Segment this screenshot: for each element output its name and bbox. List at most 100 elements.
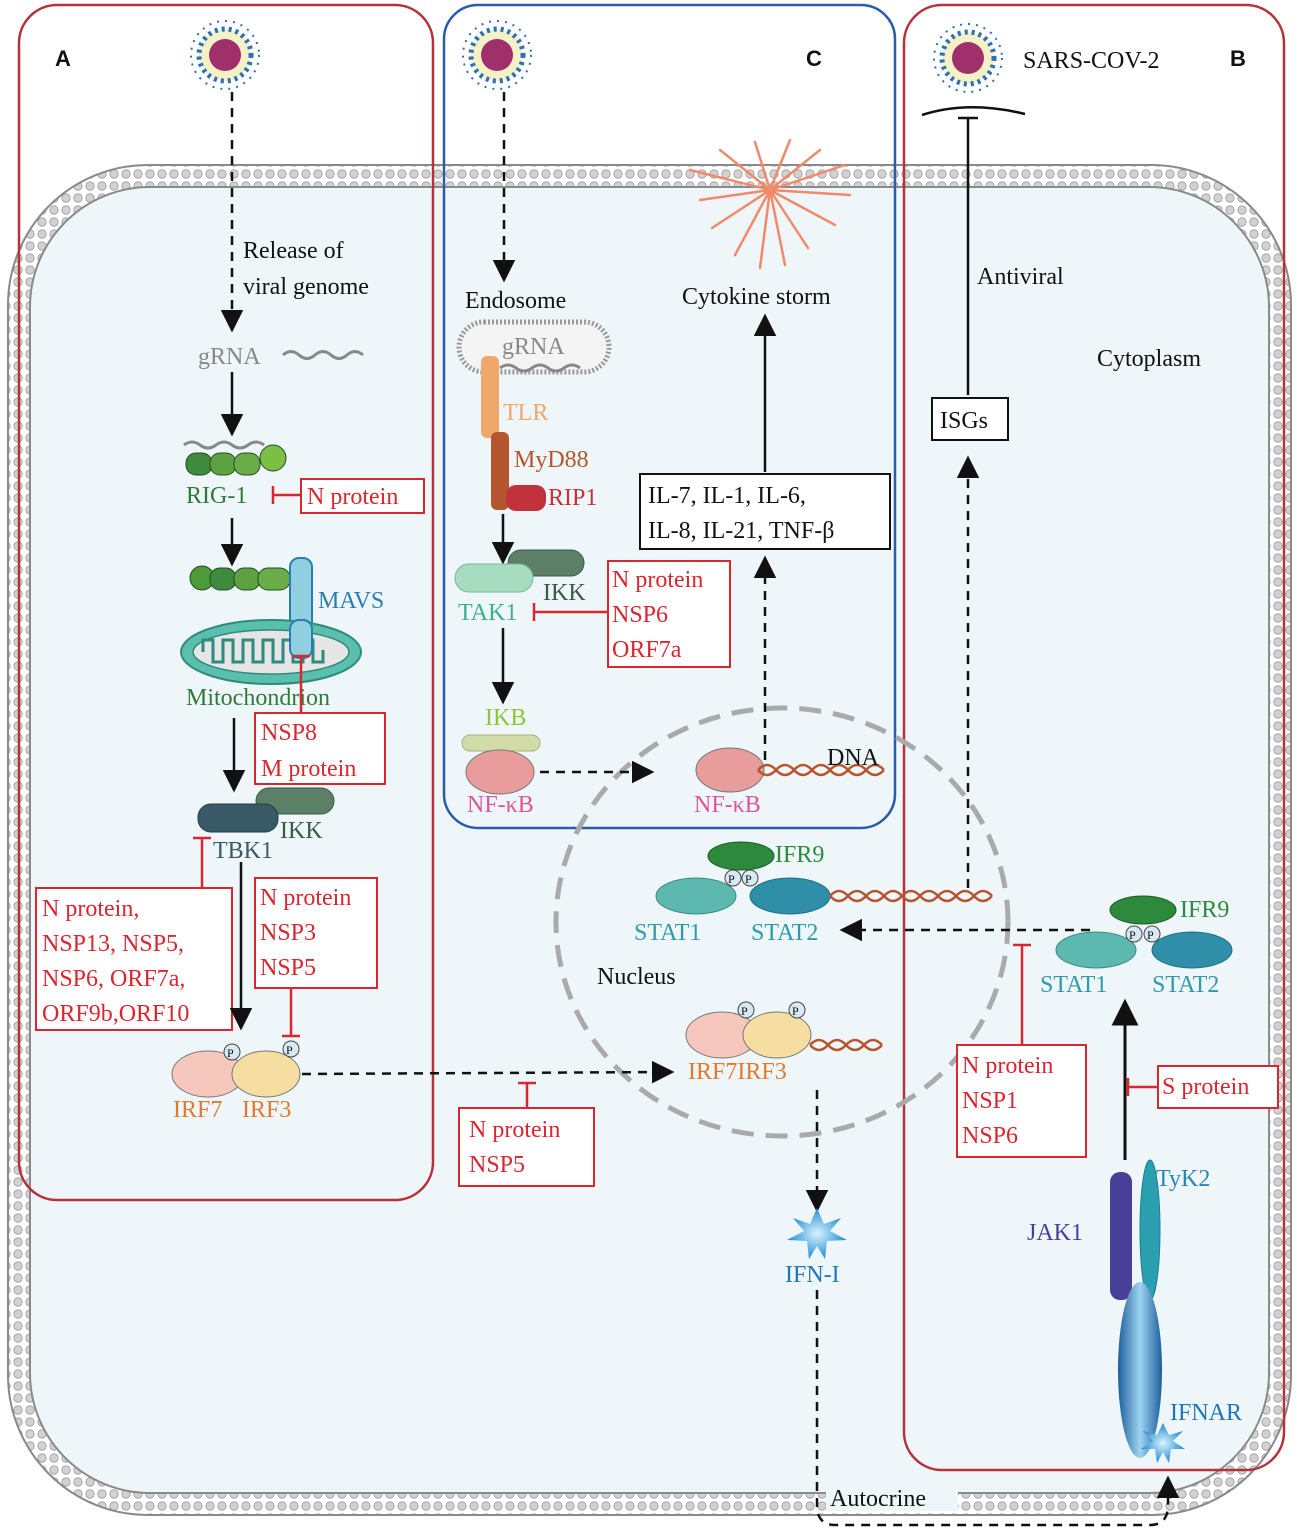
inhibitor-box-stat: [956, 1044, 1087, 1158]
inhibitor-irf3-line1: N protein: [260, 885, 351, 911]
panel-label-a: A: [55, 46, 71, 71]
release-label-line1: Release of: [243, 238, 344, 264]
phospho-icon: [741, 869, 759, 887]
irf7-label-a: IRF7: [173, 1097, 222, 1123]
phospho-label: P: [227, 1046, 234, 1060]
phospho-icon: [788, 1001, 806, 1019]
irf3-protein: [231, 1050, 301, 1098]
ifr9-label-cyto: IFR9: [1180, 897, 1229, 923]
inhibitor-mavs-line1: NSP8: [261, 720, 317, 746]
rip1-protein: [506, 485, 546, 511]
cytoplasm-label: Cytoplasm: [1097, 346, 1201, 372]
inhibitor-stat-line1: N protein: [962, 1053, 1053, 1079]
rig1-protein: [183, 440, 287, 476]
cytokine-list-line1: IL-7, IL-1, IL-6,: [648, 483, 806, 509]
phospho-label: P: [741, 1004, 748, 1018]
inhibitor-tak1-line3: ORF7a: [612, 637, 682, 663]
rig1-active: [189, 565, 291, 591]
inhibitor-tbk1-line2: NSP13, NSP5,: [42, 931, 184, 957]
inhibitor-box-tbk1: [35, 887, 233, 1031]
irf7irf3-label: IRF7IRF3: [688, 1059, 787, 1085]
inhibitor-stat-line2: NSP1: [962, 1088, 1018, 1114]
inhibitor-rig1-line1: N protein: [307, 484, 398, 510]
inhibitor-tbk1-line1: N protein,: [42, 896, 139, 922]
inhibitor-tbk1-line3: NSP6, ORF7a,: [42, 966, 185, 992]
phospho-label: P: [728, 872, 735, 886]
cytokine-storm-burst-icon: [688, 138, 852, 270]
grna-strand: [282, 350, 364, 360]
inhibitor-box-irf3: [254, 877, 378, 989]
nucleus: [553, 705, 1011, 1139]
phospho-label: P: [286, 1043, 293, 1057]
antiviral-label: Antiviral: [977, 264, 1064, 290]
grna-strand: [499, 363, 581, 373]
panel-label-c: C: [806, 46, 822, 71]
phospho-icon: [737, 1001, 755, 1019]
autocrine-label: Autocrine: [830, 1486, 926, 1512]
inhibitor-translocation-line1: N protein: [469, 1117, 560, 1143]
rig1-label: RIG-1: [186, 483, 247, 509]
isgs-box: [931, 397, 1009, 441]
myd88-protein: [491, 432, 509, 510]
phospho-label: P: [1147, 928, 1154, 942]
phospho-label: P: [745, 872, 752, 886]
stat1-protein-cyto: [1055, 931, 1137, 969]
stat2-protein-nuclear: [749, 877, 831, 915]
phospho-icon: [223, 1043, 241, 1061]
dna-helix: [757, 763, 885, 777]
phospho-icon: [1143, 925, 1161, 943]
cytokine-list-box: [639, 473, 891, 550]
ifn-bound-star-icon: [1141, 1423, 1185, 1463]
virus-icon: [933, 23, 1003, 93]
inhibitor-tak1-line2: NSP6: [612, 602, 668, 628]
arrow-autocrine: [815, 1290, 1180, 1527]
tlr-label: TLR: [503, 400, 548, 426]
phospho-label: P: [1129, 928, 1136, 942]
cytokine-storm-label: Cytokine storm: [682, 284, 831, 310]
tlr-protein: [481, 356, 499, 438]
dna-helix: [809, 1038, 883, 1052]
inhibitor-box-translocation: [458, 1107, 595, 1187]
panel-b-frame: [902, 3, 1286, 1472]
panel-c-frame: [442, 3, 897, 830]
mavs-label: MAVS: [318, 588, 384, 614]
isgs-label: ISGs: [940, 408, 988, 434]
phospho-icon: [724, 869, 742, 887]
virus-icon: [462, 20, 532, 90]
ikk-protein-a: [255, 787, 335, 815]
stat2-label-nuclear: STAT2: [751, 920, 818, 946]
tbk1-protein: [197, 803, 279, 833]
nfkb-label-c: NF-κB: [467, 792, 534, 818]
ifn1-label: IFN-I: [785, 1262, 840, 1288]
inhibitor-translocation-line2: NSP5: [469, 1152, 525, 1178]
tyk2-label: TyK2: [1156, 1166, 1210, 1192]
inhibitor-box-mavs: [254, 712, 386, 785]
endosome-label: Endosome: [465, 288, 566, 314]
inhibitor-irf3-line2: NSP3: [260, 920, 316, 946]
nfkb-nuclear-protein: [695, 747, 765, 793]
tak1-protein: [454, 563, 534, 593]
ifr9-label-nuclear: IFR9: [775, 842, 824, 868]
release-label-line2: viral genome: [243, 274, 369, 300]
nfkb-label-nucleus: NF-κB: [694, 792, 761, 818]
inhibitor-box-tak1: [607, 560, 731, 668]
host-membrane-arc: [921, 106, 1026, 117]
grna-label-c: gRNA: [502, 334, 565, 360]
nfkb-protein: [465, 749, 535, 795]
inhibitor-mavs-line2: M protein: [261, 756, 356, 782]
tbk1-label: TBK1: [213, 838, 273, 864]
inhibitor-stat-line3: NSP6: [962, 1123, 1018, 1149]
ikk-label-c: IKK: [543, 580, 586, 606]
stat2-protein-cyto: [1151, 931, 1233, 969]
irf3-protein-nuclear: [742, 1011, 812, 1059]
ifr9-protein-nuclear: [707, 841, 775, 871]
rip1-label: RIP1: [548, 485, 597, 511]
ifr9-protein-cyto: [1109, 895, 1177, 925]
panel-a-frame: [17, 3, 435, 1202]
ifnar-receptor: [1118, 1282, 1162, 1458]
ifn1-star-icon: [787, 1208, 847, 1259]
inhibitor-jak-line1: S protein: [1162, 1074, 1249, 1100]
nucleus-label: Nucleus: [597, 964, 676, 990]
virus-icon: [190, 20, 260, 90]
